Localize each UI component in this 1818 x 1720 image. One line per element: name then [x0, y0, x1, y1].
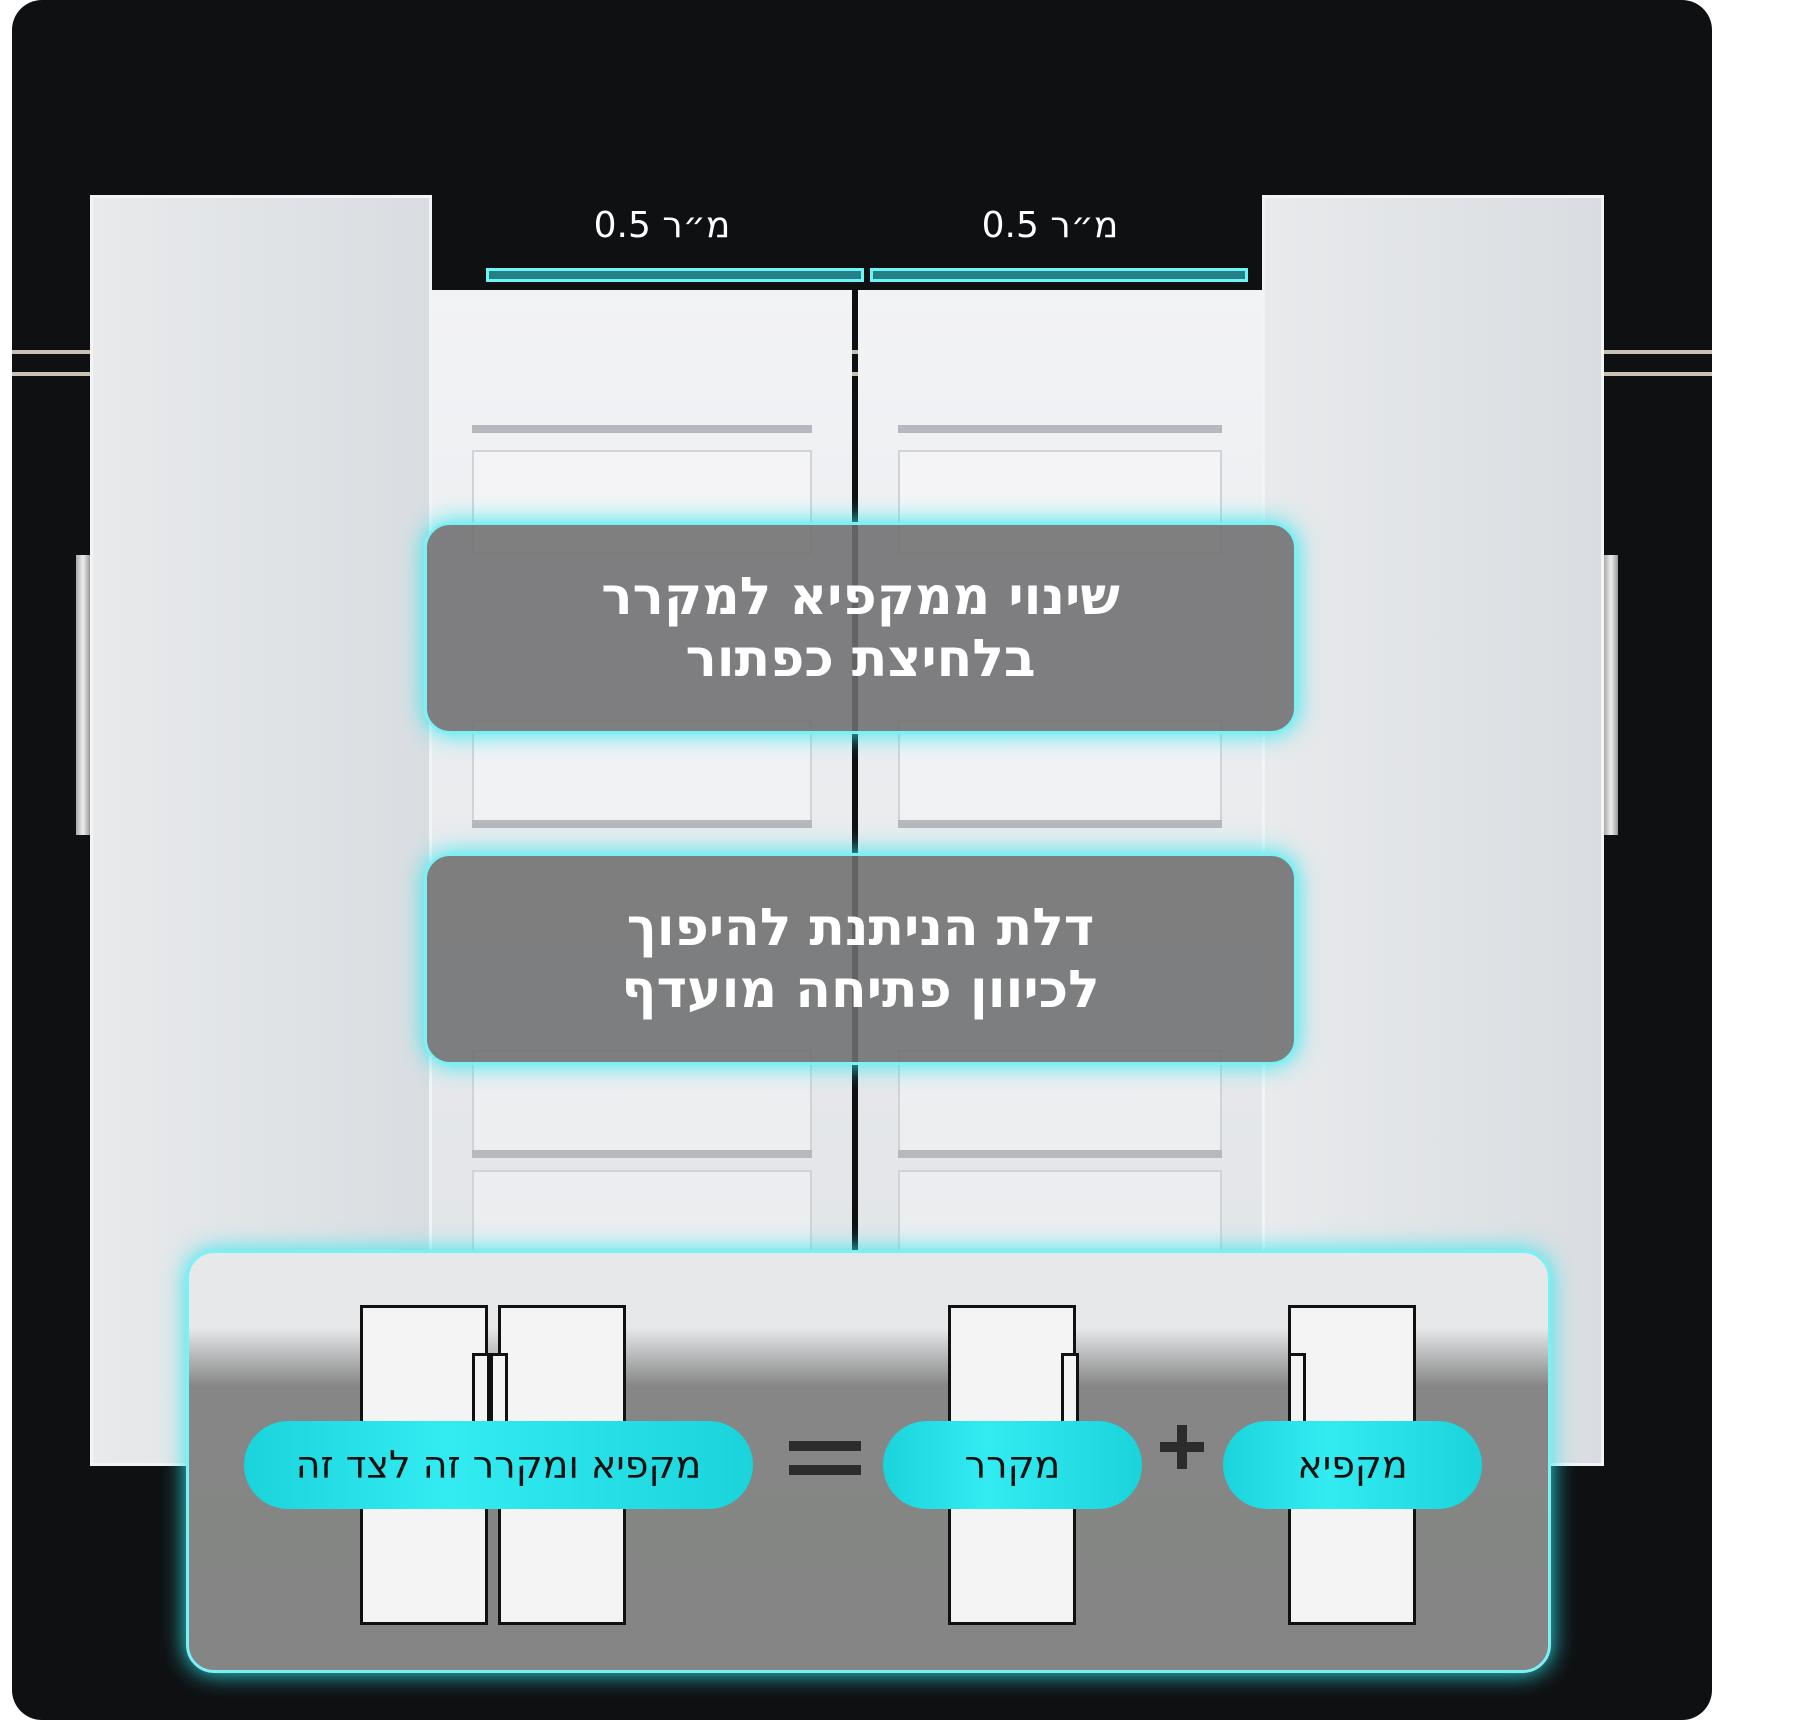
combined-label: מקפיא ומקרר זה לצד זה: [244, 1421, 753, 1509]
feature-line: שינוי ממקפיא למקרר: [601, 567, 1120, 627]
left-handle: [76, 555, 90, 835]
plus-icon: [1160, 1442, 1204, 1452]
freezer-label: מקפיא: [1223, 1421, 1482, 1509]
feature-line: בלחיצת כפתור: [685, 629, 1036, 689]
feature-reversible-door: דלת הניתנת להיפוך לכיוון פתיחה מועדף: [424, 853, 1297, 1065]
right-handle: [1604, 555, 1618, 835]
feature-convertible: שינוי ממקפיא למקרר בלחיצת כפתור: [424, 522, 1297, 734]
capacity-marker-right: [870, 268, 1248, 282]
capacity-label-left: 0.5 מ״ר: [593, 205, 731, 246]
equals-icon: [789, 1465, 861, 1475]
equals-icon: [789, 1441, 861, 1451]
capacity-marker-left: [486, 268, 864, 282]
fridge-label: מקרר: [883, 1421, 1142, 1509]
feature-line: לכיוון פתיחה מועדף: [621, 960, 1100, 1020]
feature-line: דלת הניתנת להיפוך: [626, 898, 1095, 958]
capacity-label-right: 0.5 מ״ר: [981, 205, 1119, 246]
equation-panel: מקפיא ומקרר זה לצד זה מקרר מקפיא: [186, 1250, 1551, 1673]
